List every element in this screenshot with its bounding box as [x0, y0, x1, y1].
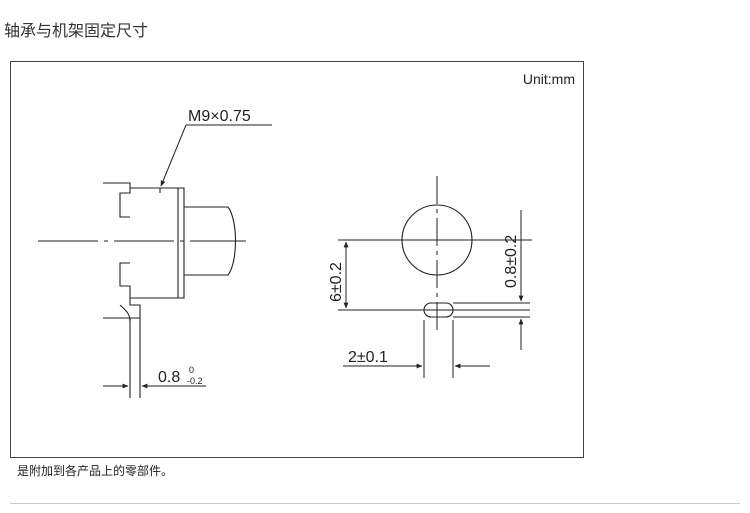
gap-value: 0.8 — [158, 369, 180, 386]
slot-offset-label: 0.8±0.2 — [503, 235, 520, 288]
drawing-frame — [10, 61, 584, 458]
page-title: 轴承与机架固定尺寸 — [4, 21, 149, 40]
footnote: 是附加到各产品上的零部件。 — [17, 464, 174, 478]
thread-label: M9×0.75 — [188, 108, 251, 125]
gap-tol-upper: 0 — [189, 365, 194, 375]
unit-label: Unit:mm — [523, 71, 575, 87]
bottom-divider — [10, 503, 740, 504]
extension-lines — [338, 302, 530, 378]
slot-width-label: 2±0.1 — [348, 349, 388, 366]
hole-offset-label: 6±0.2 — [328, 262, 345, 302]
bushing-side-view — [103, 182, 236, 398]
thread-callout — [160, 124, 272, 187]
gap-tol-lower: -0.2 — [187, 376, 203, 386]
